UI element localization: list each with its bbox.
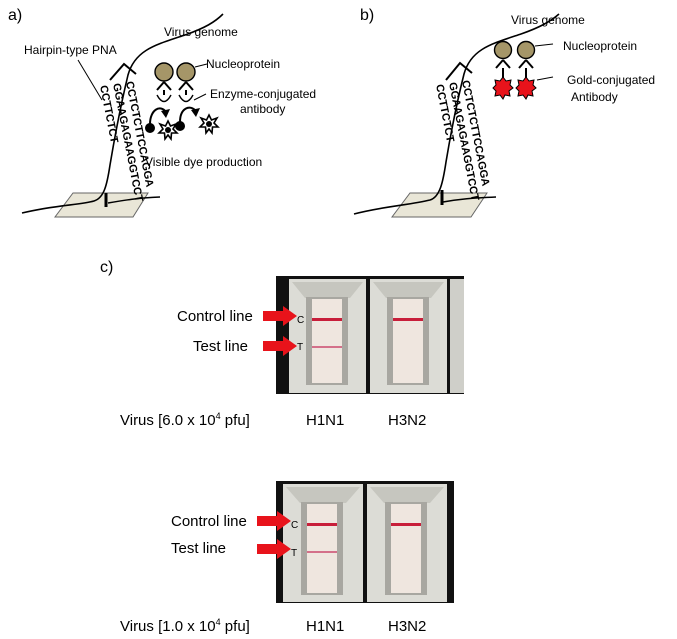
test-arrow-icon [263, 336, 297, 356]
antibody-label-1: Gold-conjugated [567, 73, 655, 87]
arrowhead-icon [161, 109, 170, 118]
test-photo-1: C T [263, 276, 464, 394]
antibody-label-2: antibody [240, 102, 285, 116]
strain-label-h1n1: H1N1 [306, 412, 344, 429]
cassette-bevel [292, 282, 363, 298]
antibody-icon [518, 59, 534, 78]
probe-pointer [77, 59, 103, 101]
arrowhead-icon [191, 108, 200, 117]
dye-star-icon [198, 113, 220, 136]
nucleoprotein-label: Nucleoprotein [563, 39, 637, 53]
control-arrow-icon [263, 306, 297, 326]
substrate-card [54, 192, 149, 218]
genome-label: Virus genome [511, 13, 585, 27]
dye-label: Visible dye production [145, 155, 262, 169]
strip-window [391, 504, 421, 593]
virus-genome-strand [21, 13, 224, 214]
control-band [393, 318, 423, 321]
panel-c-label: c) [100, 259, 113, 276]
nucleoprotein-label: Nucleoprotein [206, 57, 280, 71]
mark-t: T [297, 342, 303, 353]
control-band [391, 523, 421, 526]
antibody-icon [495, 59, 511, 78]
mark-t: T [291, 548, 297, 559]
nucleoprotein-icon [176, 62, 196, 82]
nucleoprotein-pointer [534, 43, 554, 47]
strip-window [393, 299, 423, 383]
antibody-pointer [193, 93, 207, 101]
test-line-label: Test line [193, 338, 248, 355]
cassette-edge [450, 279, 464, 393]
control-band [312, 318, 342, 321]
panel-a: a) CCTCTCTTCCAGGA GGAAGAGAAGGTCCT CCTTCT… [8, 7, 316, 218]
test-line-label: Test line [171, 540, 226, 557]
gold-particle-icon [492, 76, 514, 100]
strain-label-h3n2: H3N2 [388, 412, 426, 429]
hairpin-bracket [445, 61, 473, 81]
nucleoprotein-pointer [194, 63, 208, 68]
genome-tail [442, 196, 497, 203]
nucleoprotein-icon [154, 62, 174, 82]
antibody-label-2: Antibody [571, 90, 618, 104]
dye-star-icon [157, 119, 179, 142]
gold-particle-icon [515, 76, 537, 100]
nucleoprotein-icon [516, 40, 536, 60]
strain-label-h1n1: H1N1 [306, 618, 344, 635]
panel-a-label: a) [8, 7, 22, 24]
panel-b-label: b) [360, 7, 374, 24]
strip-window [307, 504, 337, 593]
strip-window [312, 299, 342, 383]
cassette-bevel [286, 487, 360, 503]
enzyme-icon [156, 94, 172, 103]
virus-amount-2: Virus [1.0 x 104 pfu] [120, 617, 250, 635]
substrate-dot-icon [145, 123, 155, 133]
genome-label: Virus genome [164, 25, 238, 39]
test-band [307, 551, 337, 553]
panel-c: c) C T Control line Test line Vi [100, 259, 464, 635]
hairpin-bracket [109, 62, 137, 81]
strain-label-h3n2: H3N2 [388, 618, 426, 635]
virus-amount-1: Virus [6.0 x 104 pfu] [120, 411, 250, 429]
mark-c: C [291, 520, 298, 531]
antibody-pointer [536, 76, 554, 81]
panel-b: b) CCTCTCTTCCAGGA GGAAGAGAAGGTCCT CCTTCT… [353, 7, 655, 218]
cassette-bevel [373, 282, 444, 298]
control-line-label: Control line [171, 513, 247, 530]
control-arrow-icon [257, 511, 291, 531]
nucleoprotein-icon [493, 40, 513, 60]
test-photo-2: C T [257, 481, 454, 603]
genome-tail [107, 196, 161, 204]
test-band [312, 346, 342, 348]
control-line-label: Control line [177, 308, 253, 325]
test-arrow-icon [257, 539, 291, 559]
mark-c: C [297, 315, 304, 326]
cassette-bevel [370, 487, 444, 503]
probe-label: Hairpin-type PNA [24, 43, 117, 57]
enzyme-icon [178, 94, 194, 103]
control-band [307, 523, 337, 526]
virus-genome-strand [353, 13, 560, 215]
antibody-label-1: Enzyme-conjugated [210, 87, 316, 101]
substrate-dot-icon [175, 121, 185, 131]
